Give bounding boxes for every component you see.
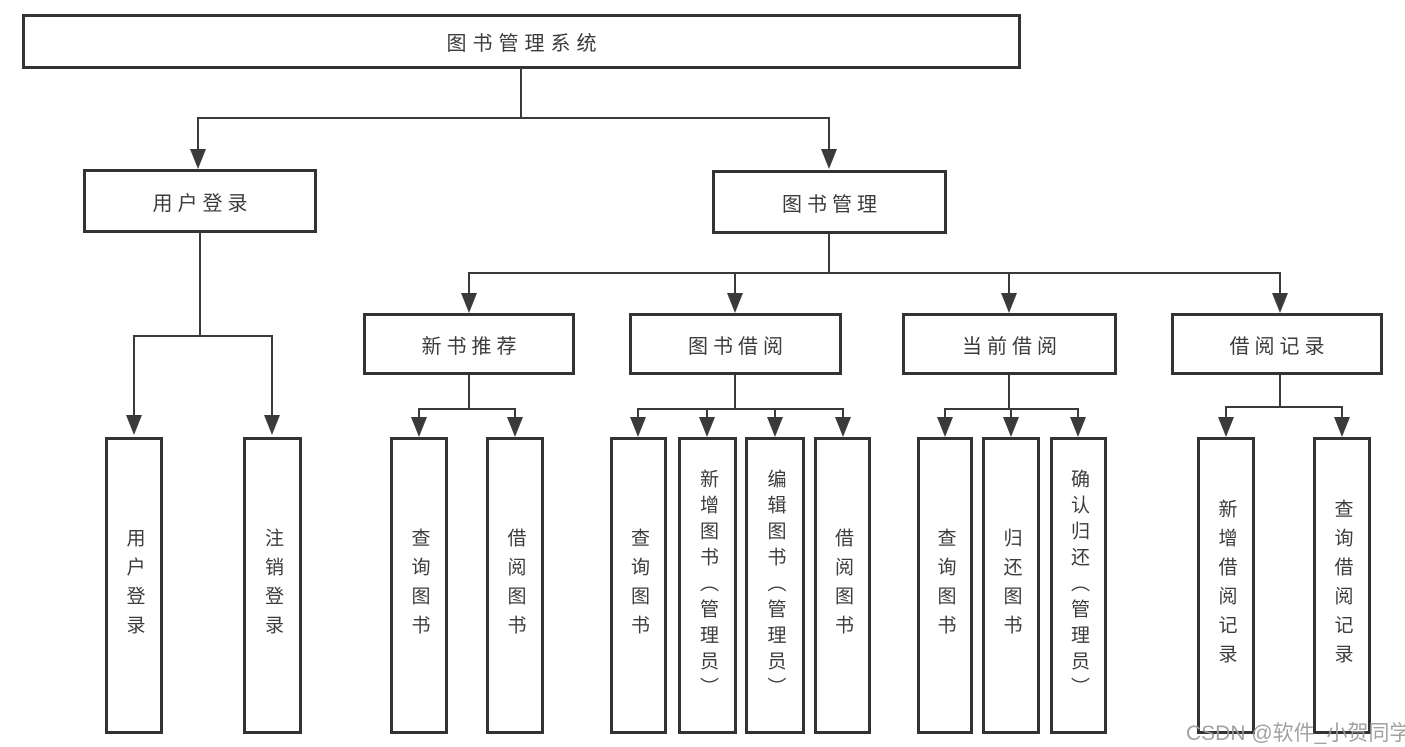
leaf-borrow-books-1-label: 借阅图书 [504,527,526,644]
leaf-query-borrow-record-label: 查询借阅记录 [1331,498,1353,673]
node-book-borrow: 图书借阅 [629,313,842,375]
leaf-query-books-2-label: 查询图书 [628,527,649,644]
arrowhead-down [264,415,280,435]
leaf-confirm-return-admin: 确认归还（管理员） [1050,437,1107,734]
connector-line [514,408,516,417]
leaf-return-books-label: 归还图书 [1000,527,1022,644]
arrowhead-down [1070,417,1086,437]
connector-line [706,408,708,417]
connector-line [637,408,639,417]
leaf-edit-books-admin: 编辑图书（管理员） [745,437,805,734]
connector-line [1279,375,1281,406]
node-book-management-label: 图书管理 [782,193,882,216]
leaf-add-borrow-record: 新增借阅记录 [1197,437,1255,734]
arrowhead-down [835,417,851,437]
leaf-confirm-return-admin-label: 确认归还（管理员） [1068,468,1089,703]
connector-line [1225,406,1343,408]
leaf-query-borrow-record: 查询借阅记录 [1313,437,1371,734]
node-borrow-record-label: 借阅记录 [1229,335,1330,358]
leaf-return-books: 归还图书 [982,437,1040,734]
leaf-borrow-books-2-label: 借阅图书 [832,527,853,644]
leaf-query-books-3: 查询图书 [917,437,973,734]
node-current-borrow-label: 当前借阅 [962,335,1062,358]
leaf-logout: 注销登录 [243,437,302,734]
arrowhead-down [727,293,743,313]
connector-line [1008,272,1010,293]
connector-line [828,234,830,272]
arrowhead-down [461,293,477,313]
arrowhead-down [767,417,783,437]
csdn-watermark: CSDN @软件_小贺同学 [1186,722,1405,745]
node-book-management: 图书管理 [712,170,947,234]
connector-line [637,408,844,410]
arrowhead-down [411,417,427,437]
node-root-label: 图书管理系统 [446,33,603,55]
connector-line [944,408,946,417]
connector-line [1010,408,1012,417]
leaf-add-borrow-record-label: 新增借阅记录 [1215,498,1237,673]
connector-line [842,408,844,417]
connector-line [520,68,522,117]
connector-line [1077,408,1079,417]
arrowhead-down [1334,417,1350,437]
node-new-book-recommend-label: 新书推荐 [421,335,522,358]
arrowhead-down [630,417,646,437]
leaf-user-login-label: 用户登录 [123,527,145,644]
node-root: 图书管理系统 [22,14,1021,69]
leaf-borrow-books-2: 借阅图书 [814,437,871,734]
node-book-borrow-label: 图书借阅 [688,335,788,358]
arrowhead-down [821,149,837,169]
leaf-edit-books-admin-label: 编辑图书（管理员） [764,468,786,703]
connector-line [1225,406,1227,417]
connector-line [418,408,420,417]
node-borrow-record: 借阅记录 [1171,313,1383,375]
leaf-query-books-3-label: 查询图书 [934,527,956,644]
connector-line [271,335,273,415]
arrowhead-down [1218,417,1234,437]
leaf-query-books-2: 查询图书 [610,437,667,734]
arrowhead-down [1001,293,1017,313]
connector-line [199,232,201,335]
connector-line [468,375,470,408]
connector-line [197,117,830,119]
connector-line [418,408,516,410]
arrowhead-down [699,417,715,437]
connector-line [133,335,273,337]
arrowhead-down [1272,293,1288,313]
connector-line [197,117,199,149]
node-user-login-label: 用户登录 [152,192,253,215]
arrowhead-down [1003,417,1019,437]
leaf-logout-label: 注销登录 [262,527,283,644]
connector-line [734,375,736,408]
leaf-user-login: 用户登录 [105,437,163,734]
leaf-query-books-1-label: 查询图书 [408,527,430,644]
connector-line [133,335,135,415]
leaf-add-books-admin: 新增图书（管理员） [678,437,737,734]
arrowhead-down [190,149,206,169]
connector-line [468,272,1281,274]
connector-line [468,272,470,293]
connector-line [828,117,830,149]
arrowhead-down [126,415,142,435]
connector-line [1008,375,1010,408]
connector-line [1341,406,1343,417]
node-current-borrow: 当前借阅 [902,313,1117,375]
connector-line [734,272,736,293]
leaf-query-books-1: 查询图书 [390,437,448,734]
arrowhead-down [507,417,523,437]
node-new-book-recommend: 新书推荐 [363,313,575,375]
leaf-borrow-books-1: 借阅图书 [486,437,544,734]
arrowhead-down [937,417,953,437]
leaf-add-books-admin-label: 新增图书（管理员） [697,468,718,703]
node-user-login: 用户登录 [83,169,317,233]
connector-line [774,408,776,417]
connector-line [1279,272,1281,293]
